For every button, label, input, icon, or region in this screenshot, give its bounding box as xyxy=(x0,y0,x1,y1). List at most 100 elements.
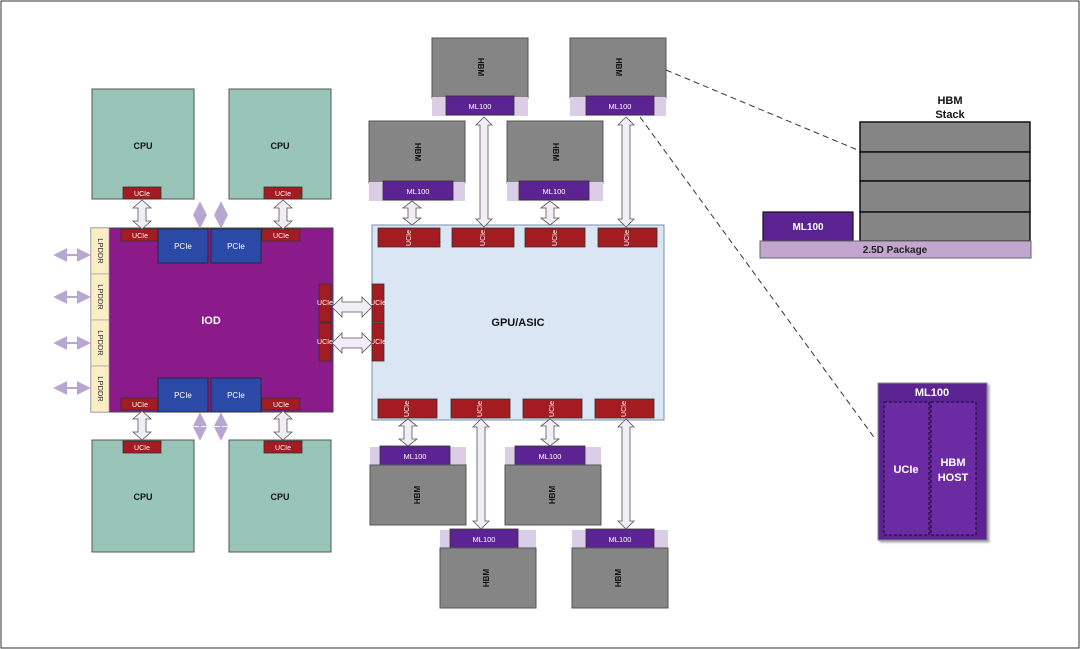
hbm-stack: ML100 HBM xyxy=(369,445,467,526)
svg-text:UCIe: UCIe xyxy=(370,300,386,307)
hbm-stack-title-line1: HBM xyxy=(937,95,962,107)
cpu-ucie-pad: UCIe xyxy=(263,186,303,200)
svg-text:UCIe: UCIe xyxy=(273,233,289,240)
cpu-iod-link-arrow xyxy=(131,410,153,441)
gpu-hbm-link-arrow xyxy=(539,418,561,447)
package-substrate xyxy=(759,240,1032,259)
ml100-chip-label: ML100 xyxy=(792,222,824,233)
hbm-stack-layer xyxy=(859,121,1031,153)
hbm-host-subblock xyxy=(930,401,977,536)
ml100-label: ML100 xyxy=(407,187,430,196)
cpu-label: CPU xyxy=(133,141,152,151)
hbm-stack-layer xyxy=(859,180,1031,213)
iod-ucie-pad: UCIe xyxy=(261,228,301,242)
hbm-label: HBM xyxy=(614,569,623,588)
gpu-top-ucie-pad: UCIe xyxy=(524,227,586,248)
gpu-hbm-link-arrow xyxy=(617,418,635,530)
hbm-label: HBM xyxy=(482,569,491,588)
cpu-label: CPU xyxy=(270,141,289,151)
cpu-label: CPU xyxy=(133,492,152,502)
gpu-hbm-link-arrow xyxy=(475,116,493,228)
svg-text:UCIe: UCIe xyxy=(370,339,386,346)
hbm-stack-detail: HBM Stack ML100 2.5D Package xyxy=(759,95,1032,259)
hbm-stack-callout-line xyxy=(665,69,861,152)
svg-text:UCIe: UCIe xyxy=(132,402,148,409)
hbm-label: HBM xyxy=(551,143,560,162)
gpu-side-ucie-pad: UCIe xyxy=(370,322,386,362)
svg-text:UCIe: UCIe xyxy=(404,401,411,417)
gpu-hbm-link-arrow xyxy=(539,200,561,226)
hbm-stack-layer xyxy=(859,151,1031,182)
cpu-ucie-pad: UCIe xyxy=(122,186,162,200)
ml100-detail-callout-line xyxy=(639,116,877,441)
gpu-bottom-ucie-pad: UCIe xyxy=(522,398,583,419)
svg-text:UCIe: UCIe xyxy=(317,339,333,346)
hbm-stack: ML100 HBM xyxy=(571,528,669,609)
cpu-top-left: CPU xyxy=(91,88,195,200)
hbm-label: HBM xyxy=(476,58,485,77)
gpu-hbm-link-arrow xyxy=(472,418,490,530)
hbm-label: HBM xyxy=(413,486,422,505)
iod-gpu-link-arrow xyxy=(331,296,373,318)
ml100-label: ML100 xyxy=(609,102,632,111)
svg-text:PCIe: PCIe xyxy=(174,391,192,400)
ucie-subblock xyxy=(883,401,930,536)
svg-text:UCIe: UCIe xyxy=(275,445,291,452)
cpu-ucie-pad: UCIe xyxy=(122,440,162,454)
svg-text:PCIe: PCIe xyxy=(227,242,245,251)
ml100-label: ML100 xyxy=(404,452,427,461)
iod-side-ucie-pad: UCIe xyxy=(317,283,333,323)
gpu-bottom-ucie-pad: UCIe xyxy=(450,398,511,419)
svg-text:UCIe: UCIe xyxy=(406,230,413,246)
gpu-side-ucie-pad: UCIe xyxy=(370,283,386,323)
svg-text:UCIe: UCIe xyxy=(621,401,628,417)
hbm-stack: HBM ML100 xyxy=(506,120,604,201)
svg-text:UCIe: UCIe xyxy=(134,445,150,452)
cpu-iod-link-arrow xyxy=(131,199,153,230)
gpu-top-ucie-pad: UCIe xyxy=(451,227,515,248)
lpddr-label: LPDDR xyxy=(96,330,105,356)
gpu-hbm-link-arrow xyxy=(401,200,423,226)
package-label: 2.5D Package xyxy=(863,245,928,256)
svg-text:UCIe: UCIe xyxy=(624,230,631,246)
gpu-top-ucie-pad: UCIe xyxy=(597,227,658,248)
svg-text:UCIe: UCIe xyxy=(317,300,333,307)
pcie-block: PCIe xyxy=(157,377,209,413)
iod-ucie-pad: UCIe xyxy=(261,397,301,411)
hbm-stack: HBM ML100 xyxy=(431,37,529,116)
gpu-bottom-ucie-pad: UCIe xyxy=(377,398,438,419)
lpddr-label: LPDDR xyxy=(96,376,105,402)
hbm-label: HBM xyxy=(548,486,557,505)
pcie-block: PCIe xyxy=(157,228,209,264)
iod-side-ucie-pad: UCIe xyxy=(317,322,333,362)
gpu-hbm-link-arrow xyxy=(617,116,635,228)
gpu-top-ucie-pad: UCIe xyxy=(377,227,441,248)
hbm-stack: HBM ML100 xyxy=(368,120,466,201)
ml100-label: ML100 xyxy=(469,102,492,111)
svg-text:UCIe: UCIe xyxy=(480,230,487,246)
hbm-stack: ML100 HBM xyxy=(504,445,602,526)
ml100-chip xyxy=(762,211,854,242)
hbm-host-label-line1: HBM xyxy=(940,457,965,469)
pcie-block: PCIe xyxy=(210,228,262,264)
svg-text:PCIe: PCIe xyxy=(227,391,245,400)
gpu-bottom-ucie-pad: UCIe xyxy=(594,398,655,419)
hbm-label: HBM xyxy=(614,58,623,77)
svg-text:UCIe: UCIe xyxy=(477,401,484,417)
svg-text:UCIe: UCIe xyxy=(275,191,291,198)
lpddr-column: LPDDR LPDDR LPDDR LPDDR xyxy=(90,227,110,413)
svg-text:UCIe: UCIe xyxy=(134,191,150,198)
gpu-hbm-link-arrow xyxy=(397,418,419,447)
pcie-block: PCIe xyxy=(210,377,262,413)
hbm-stack: ML100 HBM xyxy=(439,528,537,609)
hbm-stack-layer xyxy=(859,211,1031,242)
cpu-bottom-right: CPU xyxy=(228,439,332,553)
gpu-label: GPU/ASIC xyxy=(491,317,544,329)
hbm-host-label-line2: HOST xyxy=(938,472,969,484)
hbm-stack-title-line2: Stack xyxy=(935,109,965,121)
cpu-ucie-pad: UCIe xyxy=(263,440,303,454)
ucie-subblock-label: UCIe xyxy=(893,464,918,476)
svg-text:UCIe: UCIe xyxy=(273,402,289,409)
